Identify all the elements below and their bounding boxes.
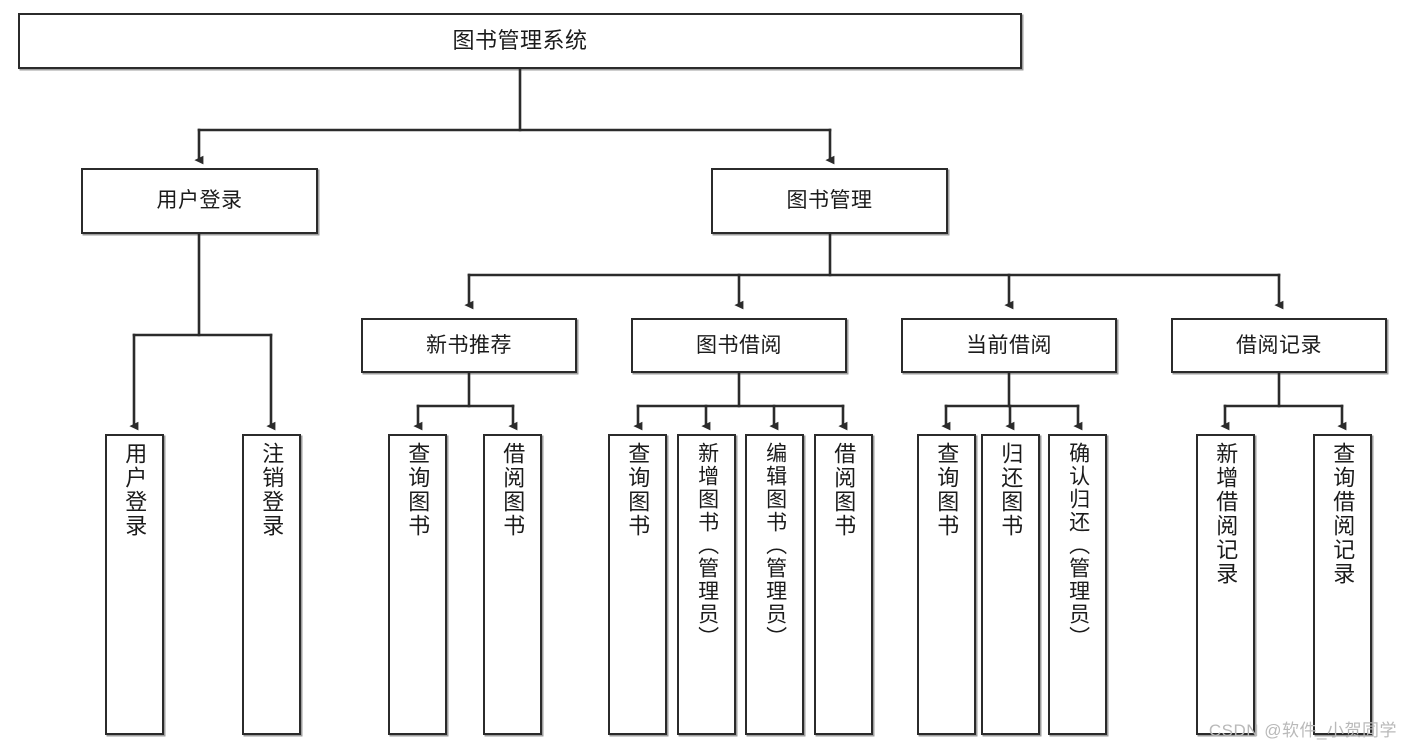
node-book-management[interactable]: 图书管理 bbox=[711, 168, 948, 234]
leaf-add-book-admin[interactable]: 新增图书（管理员） bbox=[677, 434, 736, 735]
leaf-query-borrow-record[interactable]: 查询借阅记录 bbox=[1313, 434, 1372, 735]
node-label: 查询图书 bbox=[405, 442, 431, 538]
node-label: 借阅记录 bbox=[1236, 333, 1322, 357]
node-label: 当前借阅 bbox=[966, 333, 1052, 357]
leaf-query-book-current[interactable]: 查询图书 bbox=[917, 434, 976, 735]
node-label: 确认归还（管理员） bbox=[1066, 442, 1090, 649]
leaf-logout-login[interactable]: 注销登录 bbox=[242, 434, 301, 735]
node-label: 注销登录 bbox=[259, 442, 285, 538]
node-label: 借阅图书 bbox=[500, 442, 526, 538]
leaf-add-borrow-record[interactable]: 新增借阅记录 bbox=[1196, 434, 1255, 735]
leaf-edit-book-admin[interactable]: 编辑图书（管理员） bbox=[745, 434, 804, 735]
node-label: 新增图书（管理员） bbox=[695, 442, 719, 649]
node-label: 新增借阅记录 bbox=[1213, 442, 1239, 586]
leaf-user-login[interactable]: 用户登录 bbox=[105, 434, 164, 735]
node-label: 查询图书 bbox=[625, 442, 651, 538]
leaf-query-book-borrow[interactable]: 查询图书 bbox=[608, 434, 667, 735]
leaf-query-book-recommend[interactable]: 查询图书 bbox=[388, 434, 447, 735]
node-label: 查询借阅记录 bbox=[1330, 442, 1356, 586]
node-label: 用户登录 bbox=[122, 442, 148, 538]
node-label: 编辑图书（管理员） bbox=[763, 442, 787, 649]
leaf-return-book[interactable]: 归还图书 bbox=[981, 434, 1040, 735]
leaf-borrow-book[interactable]: 借阅图书 bbox=[814, 434, 873, 735]
node-label: 图书借阅 bbox=[696, 333, 782, 357]
node-label: 新书推荐 bbox=[426, 333, 512, 357]
node-label: 归还图书 bbox=[998, 442, 1024, 538]
node-current-borrow[interactable]: 当前借阅 bbox=[901, 318, 1117, 373]
node-new-book-recommend[interactable]: 新书推荐 bbox=[361, 318, 577, 373]
node-label: 查询图书 bbox=[934, 442, 960, 538]
node-root-system[interactable]: 图书管理系统 bbox=[18, 13, 1022, 69]
leaf-confirm-return-admin[interactable]: 确认归还（管理员） bbox=[1048, 434, 1107, 735]
leaf-borrow-book-recommend[interactable]: 借阅图书 bbox=[483, 434, 542, 735]
node-label: 图书管理 bbox=[786, 189, 873, 213]
node-borrow-record[interactable]: 借阅记录 bbox=[1171, 318, 1387, 373]
node-user-login[interactable]: 用户登录 bbox=[81, 168, 318, 234]
node-label: 图书管理系统 bbox=[452, 28, 588, 54]
node-book-borrow[interactable]: 图书借阅 bbox=[631, 318, 847, 373]
csdn-watermark: CSDN @软件_小贺同学 bbox=[1208, 721, 1397, 740]
node-label: 借阅图书 bbox=[831, 442, 857, 538]
node-label: 用户登录 bbox=[156, 189, 243, 213]
